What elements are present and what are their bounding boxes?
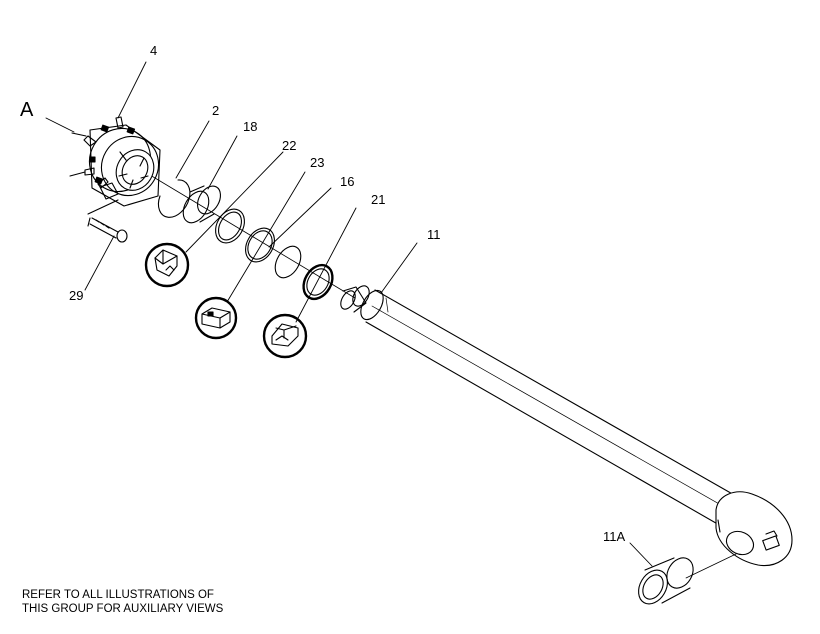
part-16-o-ring [274, 245, 302, 279]
part-2-snap-ring [157, 179, 191, 218]
auxiliary-views-note: REFER TO ALL ILLUSTRATIONS OF THIS GROUP… [22, 588, 223, 616]
aux-view-seal-22 [144, 242, 190, 288]
note-line-2: THIS GROUP FOR AUXILIARY VIEWS [22, 603, 224, 615]
part-21-wiper [302, 263, 334, 301]
aux-view-wiper-21 [262, 313, 308, 359]
callout-29: 29 [69, 288, 84, 303]
part-23-ring [245, 227, 275, 263]
part-11a-bushing [638, 557, 694, 605]
note-line-1: REFER TO ALL ILLUSTRATIONS OF [22, 589, 214, 601]
part-22-seal [215, 208, 245, 244]
part-29-bolt [87, 199, 128, 243]
callout-22: 22 [282, 138, 297, 153]
callout-23: 23 [310, 155, 325, 170]
part-18-sleeve [182, 185, 222, 224]
callout-view-a: A [20, 99, 34, 121]
callout-11: 11 [427, 227, 441, 242]
callout-4: 4 [150, 43, 158, 58]
part-4-head [69, 116, 161, 207]
callout-18: 18 [243, 119, 258, 134]
callout-21: 21 [371, 192, 386, 207]
callout-16: 16 [340, 174, 355, 189]
part-11-rod [340, 285, 793, 579]
callout-2: 2 [212, 103, 220, 118]
aux-view-ring-23 [194, 296, 238, 340]
leader-lines [45, 61, 653, 567]
callout-11a: 11A [603, 529, 626, 544]
